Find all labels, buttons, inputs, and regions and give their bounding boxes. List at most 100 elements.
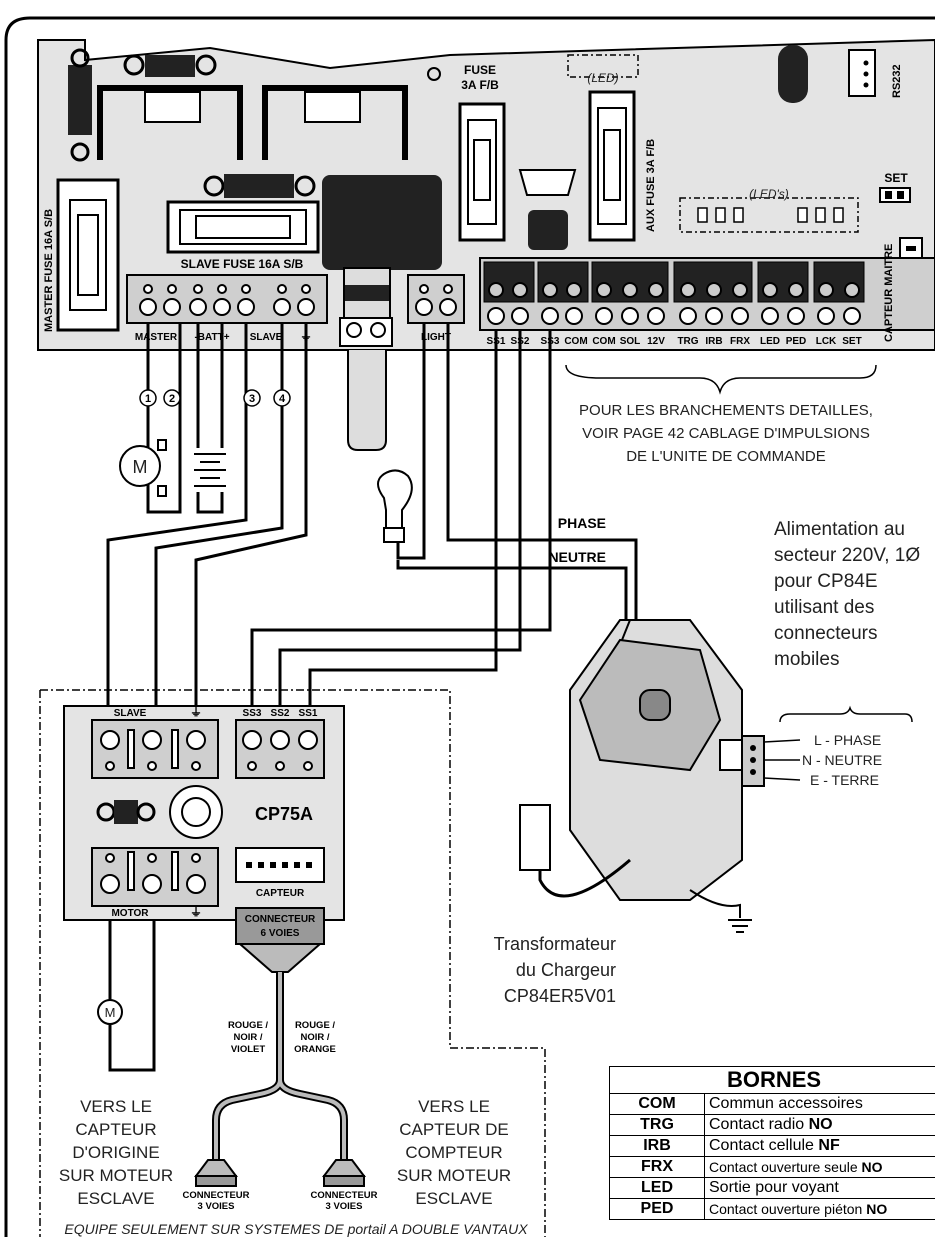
- left-sensor-note-1: VERS LE: [80, 1097, 152, 1116]
- l-phase-label: L - PHASE: [814, 732, 881, 748]
- left-sensor-note-3: D'ORIGINE: [72, 1143, 159, 1162]
- mains-note-2: secteur 220V, 1Ø: [774, 545, 920, 566]
- rs232-label: RS232: [891, 64, 903, 98]
- terminal-label: TRG: [677, 336, 698, 347]
- lamp-icon: [377, 469, 413, 543]
- wire-color-right-3: ORANGE: [294, 1044, 336, 1055]
- terminal-label: LED: [760, 336, 780, 347]
- cp75a-board: [63, 705, 345, 973]
- aux-fuse-label: AUX FUSE 3A F/B: [645, 139, 657, 232]
- detail-note-line-3: DE L'UNITE DE COMMANDE: [626, 448, 826, 465]
- wire-number-2: 2: [169, 393, 175, 405]
- terminal-batt-label: -BATT+: [194, 332, 229, 343]
- borne-code: PED: [609, 1198, 705, 1220]
- borne-desc: Contact ouverture piéton NO: [704, 1198, 935, 1220]
- cp75a-motor-label: MOTOR: [111, 908, 149, 919]
- cp75a-footer-note: EQUIPE SEULEMENT SUR SYSTEMES DE portail…: [64, 1221, 528, 1237]
- left-sensor-note-5: ESCLAVE: [77, 1189, 154, 1208]
- terminal-label: COM: [564, 336, 587, 347]
- cp75a-zone: [40, 689, 546, 1237]
- cp75a-ground-label: ⏚: [190, 705, 202, 719]
- connecteur-6-label-2: 6 VOIES: [261, 928, 300, 939]
- borne-desc: Contact cellule NF: [704, 1135, 935, 1157]
- terminal-label: IRB: [705, 336, 722, 347]
- cp75a-capteur-label: CAPTEUR: [256, 888, 305, 899]
- terminal-label: LCK: [816, 336, 837, 347]
- wire-number-1: 1: [145, 393, 151, 405]
- slave-fuse-label: SLAVE FUSE 16A S/B: [181, 257, 304, 271]
- led-label: (LED): [587, 71, 618, 85]
- phase-label: PHASE: [558, 515, 606, 531]
- left-sensor-note-2: CAPTEUR: [75, 1120, 156, 1139]
- terminal-light-label: LIGHT: [421, 332, 451, 343]
- control-board: [37, 38, 935, 451]
- terminal-slave-label: SLAVE: [250, 332, 283, 343]
- terminal-label: PED: [786, 336, 807, 347]
- wire-number-3: 3: [249, 393, 255, 405]
- terminal-label: SET: [842, 336, 861, 347]
- relay-block: [322, 175, 442, 270]
- page-border: [4, 16, 935, 1237]
- master-motor-icon: [119, 445, 161, 487]
- mains-note-6: mobiles: [774, 649, 839, 670]
- borne-code: LED: [609, 1177, 705, 1199]
- bornes-title: BORNES: [609, 1066, 935, 1094]
- connecteur-6-label-1: CONNECTEUR: [245, 914, 316, 925]
- terminal-master-label: MASTER: [135, 332, 178, 343]
- borne-code: COM: [609, 1093, 705, 1115]
- terminal-label: COM: [592, 336, 615, 347]
- wire-color-left-1: ROUGE /: [228, 1020, 268, 1031]
- wire-color-left-2: NOIR /: [233, 1032, 262, 1043]
- right-sensor-note-2: CAPTEUR DE: [399, 1120, 509, 1139]
- detail-note-line-2: VOIR PAGE 42 CABLAGE D'IMPULSIONS: [582, 425, 870, 442]
- cp75a-ss3-label: SS3: [243, 708, 262, 719]
- terminal-label: SOL: [620, 336, 641, 347]
- cp75a-title: CP75A: [255, 804, 313, 824]
- board-wires: [106, 323, 638, 706]
- left-sensor-note-4: SUR MOTEUR: [59, 1166, 173, 1185]
- right-sensor-note-4: SUR MOTEUR: [397, 1166, 511, 1185]
- borne-desc: Sortie pour voyant: [704, 1177, 935, 1199]
- terminal-label: 12V: [647, 336, 665, 347]
- right-sensor-note-3: COMPTEUR: [405, 1143, 502, 1162]
- terminal-brace: [565, 364, 877, 395]
- cp75a-ss2-label: SS2: [271, 708, 290, 719]
- right-sensor-note-1: VERS LE: [418, 1097, 490, 1116]
- transformer-note-2: du Chargeur: [516, 960, 616, 980]
- wire-numbers: 1 2 3 4: [139, 389, 291, 407]
- n-neutre-label: N - NEUTRE: [802, 752, 882, 768]
- mains-note-3: pour CP84E: [774, 571, 878, 592]
- wire-color-right-1: ROUGE /: [295, 1020, 335, 1031]
- mains-note-1: Alimentation au: [774, 519, 905, 540]
- fuse-rating-label: 3A F/B: [461, 78, 499, 92]
- terminal-label: FRX: [730, 336, 750, 347]
- connecteur-3-right-2: 3 VOIES: [326, 1201, 363, 1212]
- cp75a-motor-ground-label: ⏚: [190, 905, 202, 919]
- e-terre-label: E - TERRE: [810, 772, 879, 788]
- cp75a-slave-label: SLAVE: [114, 708, 147, 719]
- transformer-note-3: CP84ER5V01: [504, 986, 616, 1006]
- borne-code: TRG: [609, 1114, 705, 1136]
- detail-note-line-1: POUR LES BRANCHEMENTS DETAILLES,: [579, 402, 873, 419]
- transformer-unit: [519, 619, 765, 933]
- connecteur-3-left-2: 3 VOIES: [198, 1201, 235, 1212]
- connecteur-3-left-1: CONNECTEUR: [182, 1190, 249, 1201]
- wire-number-4: 4: [279, 393, 286, 405]
- battery-icon: [190, 448, 230, 492]
- master-fuse-label: MASTER FUSE 16A S/B: [43, 209, 55, 332]
- fuse-label: FUSE: [464, 63, 496, 77]
- borne-code: FRX: [609, 1156, 705, 1178]
- wire-color-right-2: NOIR /: [300, 1032, 329, 1043]
- capteur-maitre-label: CAPTEUR MAITRE: [883, 244, 895, 342]
- leds-label: (LED's): [749, 187, 789, 201]
- mains-note-5: connecteurs: [774, 623, 878, 644]
- diode-vertical: [68, 65, 92, 135]
